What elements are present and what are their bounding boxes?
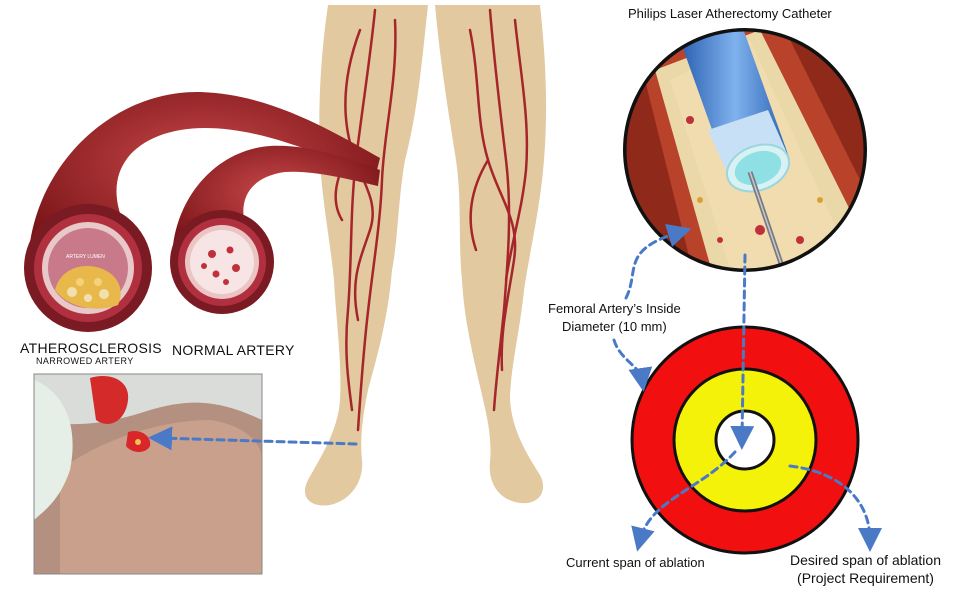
desired-span-line2: (Project Requirement)	[797, 570, 934, 586]
arrow-leg-to-foot	[148, 426, 358, 451]
narrowed-artery-cross-section: ARTERY LUMEN	[24, 204, 152, 332]
catheter-title: Philips Laser Atherectomy Catheter	[628, 6, 832, 21]
narrowed-artery-label: NARROWED ARTERY	[36, 356, 134, 366]
foot-ulcer-photo	[34, 374, 262, 574]
arrow-femoral-to-outer-ring	[612, 338, 653, 392]
ablation-target-diagram	[630, 325, 860, 555]
desired-span-line1: Desired span of ablation	[790, 552, 941, 568]
artery-lumen-label: ARTERY LUMEN	[66, 254, 105, 260]
femoral-diameter-label: Femoral Artery’s Inside Diameter (10 mm)	[548, 300, 681, 336]
arrow-current-span	[631, 450, 737, 552]
legs-illustration	[304, 5, 547, 506]
left-leg	[304, 5, 428, 506]
annotation-arrows	[148, 223, 882, 552]
right-leg	[435, 5, 547, 504]
arrow-femoral-to-catheter	[624, 223, 692, 300]
arrow-catheter-to-center	[730, 253, 755, 450]
normal-artery-cross-section	[170, 210, 274, 314]
femoral-label-line1: Femoral Artery’s Inside	[548, 301, 681, 316]
catheter-magnified-view	[623, 28, 867, 272]
desired-span-label: Desired span of ablation (Project Requir…	[790, 551, 941, 587]
arrow-desired-span	[788, 464, 882, 552]
current-span-label: Current span of ablation	[566, 555, 705, 570]
femoral-label-line2: Diameter (10 mm)	[561, 319, 667, 334]
atherosclerosis-label: ATHEROSCLEROSIS	[20, 340, 162, 356]
normal-artery-label: NORMAL ARTERY	[172, 342, 295, 358]
